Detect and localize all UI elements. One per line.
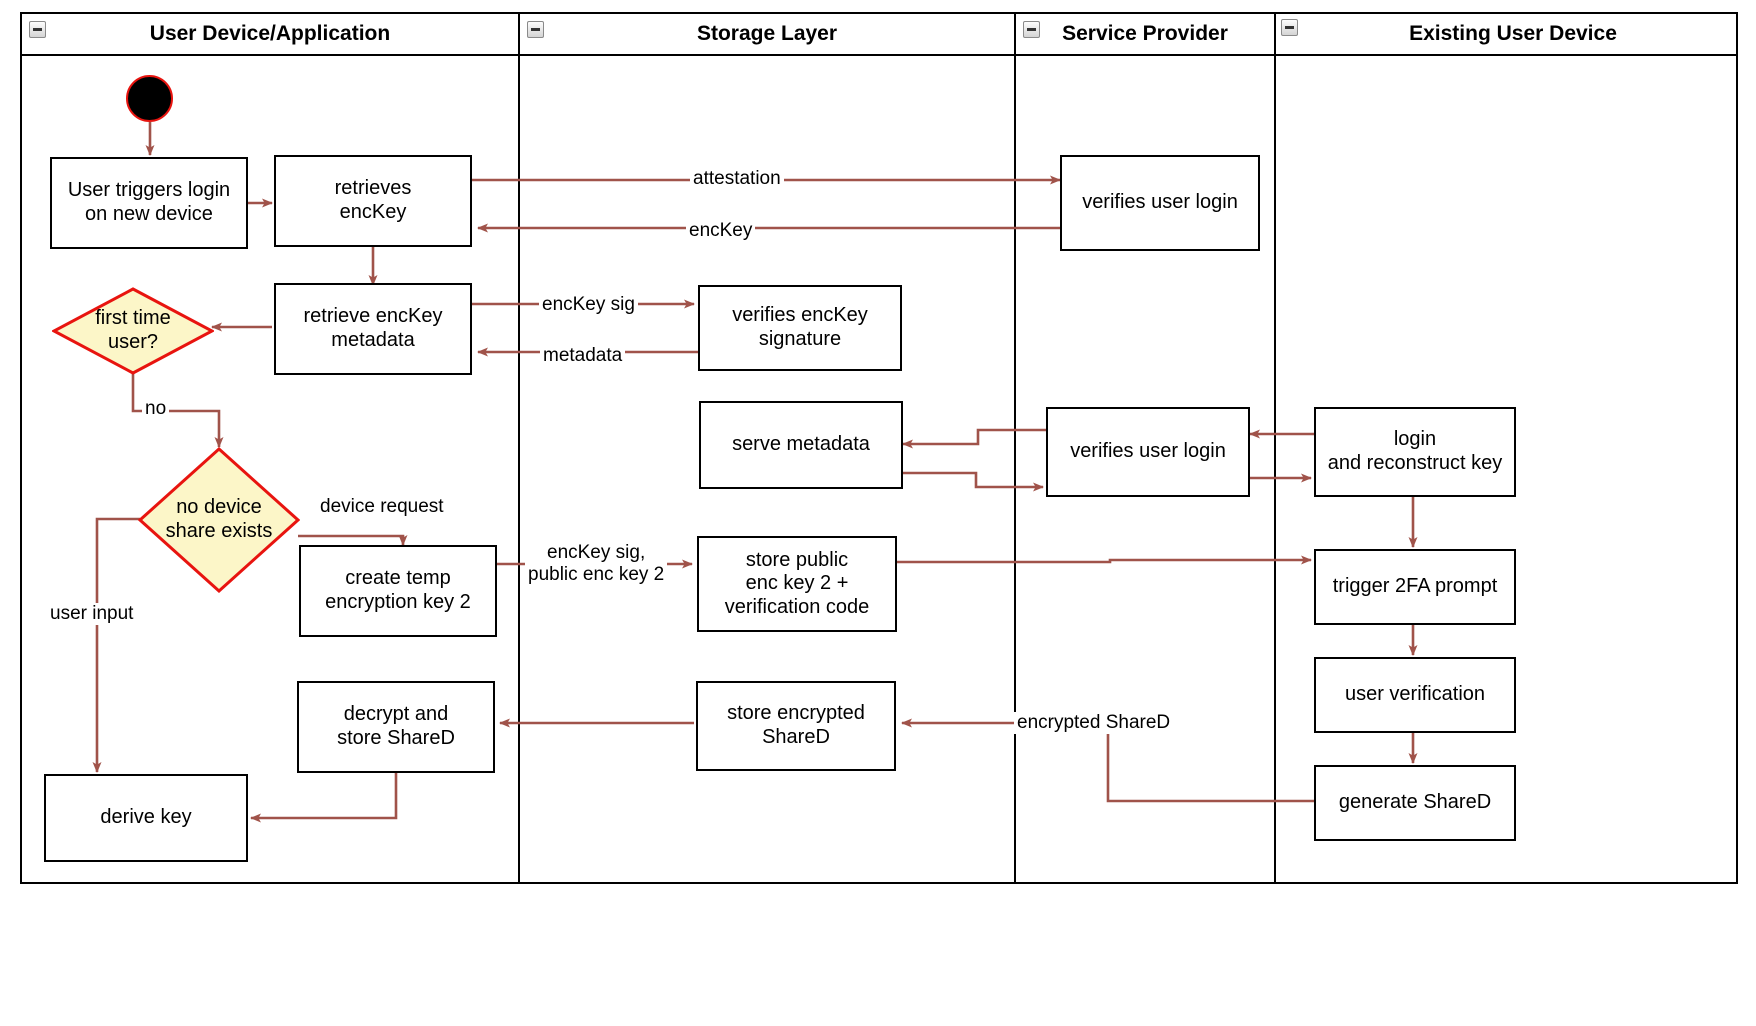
node-user-triggers-login[interactable]: User triggers login on new device (50, 157, 248, 249)
lane-title-existing-user-device: Existing User Device (1409, 22, 1617, 45)
collapse-minus-icon[interactable] (29, 21, 46, 38)
node-verifies-user-login-1[interactable]: verifies user login (1060, 155, 1260, 251)
node-store-public-enc-key-2[interactable]: store public enc key 2 + verification co… (697, 536, 897, 632)
edge-label-device-request: device request (317, 496, 447, 518)
node-login-and-reconstruct-key[interactable]: login and reconstruct key (1314, 407, 1516, 497)
edge-label-attestation: attestation (690, 168, 784, 190)
lane-title-storage-layer: Storage Layer (696, 22, 838, 45)
lane-header-storage-layer[interactable]: Storage Layer (520, 14, 1016, 54)
edge-label-enckey-sig-public-enc-key-2: encKey sig, public enc key 2 (525, 542, 668, 586)
node-store-encrypted-shared[interactable]: store encrypted ShareD (696, 681, 896, 771)
node-first-time-user[interactable]: first time user? (52, 287, 214, 375)
lane-header-service-provider[interactable]: Service Provider (1016, 14, 1276, 54)
swimlane-frame (20, 12, 1738, 884)
lane-header-rule (22, 54, 1736, 56)
node-trigger-2fa-prompt[interactable]: trigger 2FA prompt (1314, 549, 1516, 625)
edge-label-enckey-sig: encKey sig (539, 294, 638, 316)
edge-label-no: no (142, 398, 170, 420)
node-verifies-user-login-2[interactable]: verifies user login (1046, 407, 1250, 497)
start-node (126, 75, 173, 122)
collapse-minus-icon[interactable] (1281, 19, 1298, 36)
lane-header-user-device-application[interactable]: User Device/Application (22, 14, 520, 54)
edge-label-metadata: metadata (540, 345, 626, 367)
node-user-verification[interactable]: user verification (1314, 657, 1516, 733)
lane-divider-1 (518, 56, 520, 882)
collapse-minus-icon[interactable] (527, 21, 544, 38)
node-serve-metadata[interactable]: serve metadata (699, 401, 903, 489)
lane-divider-3 (1274, 56, 1276, 882)
lane-header-existing-user-device[interactable]: Existing User Device (1276, 14, 1736, 54)
node-no-device-share-exists-label: no device share exists (165, 496, 273, 542)
edge-label-enckey: encKey (686, 220, 756, 242)
edge-label-user-input: user input (47, 603, 137, 625)
lane-title-service-provider: Service Provider (1062, 22, 1228, 45)
node-verifies-enckey-signature[interactable]: verifies encKey signature (698, 285, 902, 371)
node-retrieve-enckey-metadata[interactable]: retrieve encKey metadata (274, 283, 472, 375)
node-create-temp-encryption-key-2[interactable]: create temp encryption key 2 (299, 545, 497, 637)
node-generate-shared[interactable]: generate ShareD (1314, 765, 1516, 841)
node-decrypt-and-store-shared[interactable]: decrypt and store ShareD (297, 681, 495, 773)
node-retrieves-enckey[interactable]: retrieves encKey (274, 155, 472, 247)
lane-divider-2 (1014, 56, 1016, 882)
collapse-minus-icon[interactable] (1023, 21, 1040, 38)
edge-label-encrypted-shared: encrypted ShareD (1014, 712, 1174, 734)
lane-title-user-device-application: User Device/Application (149, 22, 391, 45)
node-derive-key[interactable]: derive key (44, 774, 248, 862)
node-no-device-share-exists[interactable]: no device share exists (138, 447, 300, 593)
node-first-time-user-label: first time user? (95, 307, 171, 353)
